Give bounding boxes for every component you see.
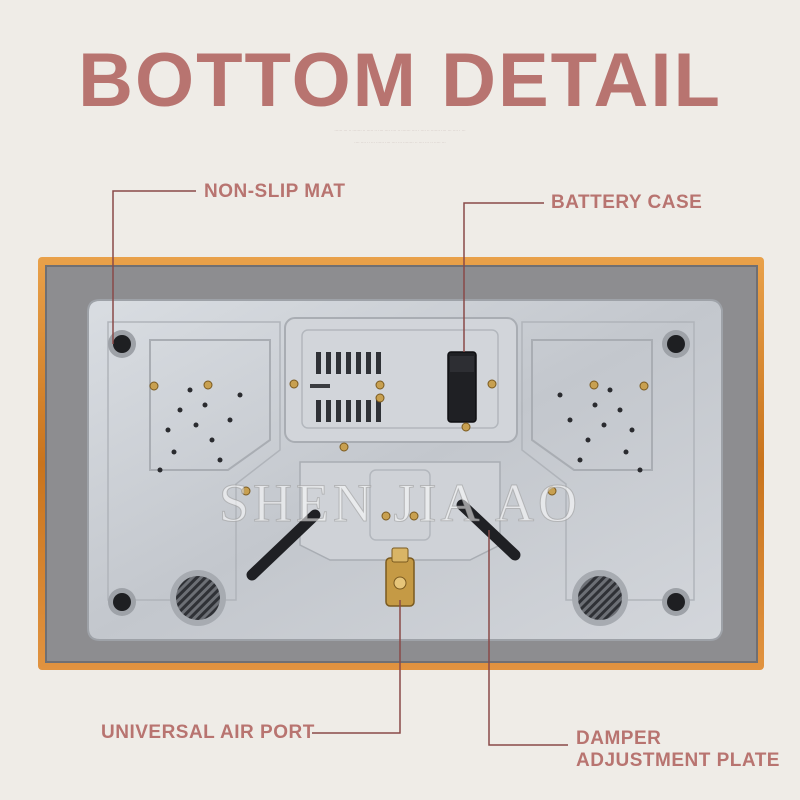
- callout-damper-line-1: DAMPER: [576, 728, 662, 749]
- leader-non-slip-mat: [112, 190, 196, 344]
- callout-damper-line-2: ADJUSTMENT PLATE: [576, 750, 780, 771]
- speaker-grilles: [170, 570, 628, 626]
- page-title: BOTTOM DETAIL: [78, 38, 722, 123]
- leader-damper: [488, 530, 568, 746]
- center-panel: [284, 317, 518, 443]
- vent-slots: [316, 352, 381, 422]
- callout-universal-air-port: UNIVERSAL AIR PORT: [101, 722, 315, 743]
- corner-feet: [108, 330, 690, 616]
- fine-print-line-2: ···· ···· ·· ··· ······ ···· ···· ··· ··…: [354, 140, 446, 145]
- fine-print-line-1: ······ ··· ·· ······· ·· ····· ·· ···· ·…: [334, 128, 466, 133]
- leader-air-port: [312, 600, 401, 734]
- callout-battery-case: BATTERY CASE: [551, 192, 703, 213]
- callout-non-slip-mat: NON-SLIP MAT: [204, 181, 346, 202]
- leader-battery-case: [463, 202, 544, 352]
